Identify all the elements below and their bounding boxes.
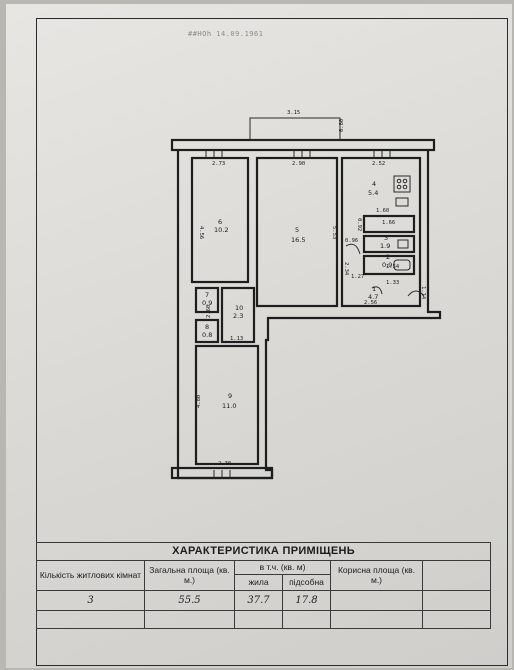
room6-area: 10.2 (214, 226, 228, 234)
header-living: жила (234, 574, 283, 591)
dim-room5-height: 5.53 (331, 226, 337, 239)
room5-number: 5 (295, 226, 299, 234)
dim-room9-height: 4.80 (196, 395, 202, 408)
value-rooms-count: 3 (36, 590, 145, 611)
room9-number: 9 (228, 392, 232, 400)
dim-room9-width: 2.30 (218, 461, 231, 467)
room9-area: 11.0 (222, 402, 236, 410)
dim-kitchen-a: 1.60 (376, 208, 389, 214)
drawing-frame (36, 18, 508, 666)
room7-number: 7 (205, 291, 209, 299)
value-auxiliary-area: 17.8 (282, 590, 331, 611)
dim-closet-width: 0.96 (345, 238, 358, 244)
dimension-labels: 3.15 0.80 2.73 2.90 2.52 4.56 5.53 4.80 … (196, 110, 426, 467)
stove-fixture (393, 175, 411, 193)
value-living-area: 37.7 (234, 590, 283, 611)
room1-number: 1 (372, 285, 376, 293)
premises-characteristics-table: ХАРАКТЕРИСТИКА ПРИМІЩЕНЬ Кількість житло… (35, 542, 492, 629)
header-including: в т.ч. (кв. м) (234, 560, 331, 575)
fixtures (205, 150, 425, 478)
empty-cell (144, 610, 235, 629)
exterior-walls (170, 117, 442, 480)
dim-room5-width: 2.90 (292, 161, 305, 167)
room10-number: 10 (235, 304, 243, 312)
empty-cell (330, 610, 423, 629)
bathtub-fixture (393, 259, 411, 271)
dim-room6-width: 2.73 (212, 161, 225, 167)
dim-hall-b: 1.33 (386, 280, 399, 286)
dim-small-b: 1.13 (230, 336, 243, 342)
dim-top-depth: 0.80 (339, 119, 345, 132)
room5-area: 16.5 (291, 236, 305, 244)
room6-number: 6 (218, 218, 222, 226)
floor-plan: 3.15 0.80 2.73 2.90 2.52 4.56 5.53 4.80 … (170, 110, 442, 480)
dim-hall-height: 2.34 (343, 262, 349, 276)
room8-area: 0.8 (202, 331, 212, 339)
room-walls (190, 156, 422, 466)
header-total-area: Загальна площа (кв. м.) (144, 560, 235, 591)
room3-number: 3 (384, 234, 388, 242)
value-total-area: 55.5 (144, 590, 235, 611)
header-rooms-count: Кількість житлових кімнат (36, 560, 145, 591)
empty-cell (421, 610, 492, 629)
room2-area: 0.9 (382, 261, 392, 269)
table-title: ХАРАКТЕРИСТИКА ПРИМІЩЕНЬ (35, 542, 492, 561)
dim-kitchen-b: 1.54 (386, 264, 400, 270)
dim-closet-height: 0.92 (356, 218, 362, 231)
empty-cell (282, 610, 331, 629)
dim-hall-width: 1.27 (351, 274, 364, 280)
dim-bath-width: 1.66 (382, 220, 395, 226)
header-useful-area: Корисна площа (кв. м.) (330, 560, 423, 591)
header-auxiliary: підсобна (282, 574, 331, 591)
room4-area: 5.4 (368, 189, 378, 197)
washbasin-fixture (397, 239, 409, 249)
dim-room6-height: 4.56 (198, 226, 204, 239)
header-blank (421, 560, 492, 591)
room4-number: 4 (372, 180, 376, 188)
dim-room4-width: 2.52 (372, 161, 385, 167)
sink-fixture (395, 197, 409, 207)
dim-room10: 2.60 (206, 305, 212, 318)
room8-number: 8 (205, 323, 209, 331)
room2-number: 2 (386, 253, 390, 261)
dim-small-a: 1.14 (420, 286, 426, 300)
stamp-text: ##HOh 14.09.1961 (188, 30, 264, 38)
empty-cell (234, 610, 283, 629)
room-labels: 6 10.2 5 16.5 4 5.4 3 1.9 2 0.9 1 4.7 7 … (202, 180, 392, 410)
dim-corridor-width: 2.56 (364, 300, 377, 306)
room1-area: 4.7 (368, 293, 378, 301)
value-blank (421, 590, 492, 611)
room10-area: 2.3 (233, 312, 243, 320)
value-useful-area (330, 590, 423, 611)
room7-area: 0.9 (202, 299, 212, 307)
dim-top-width: 3.15 (287, 110, 300, 116)
empty-cell (36, 610, 145, 629)
room3-area: 1.9 (380, 242, 390, 250)
